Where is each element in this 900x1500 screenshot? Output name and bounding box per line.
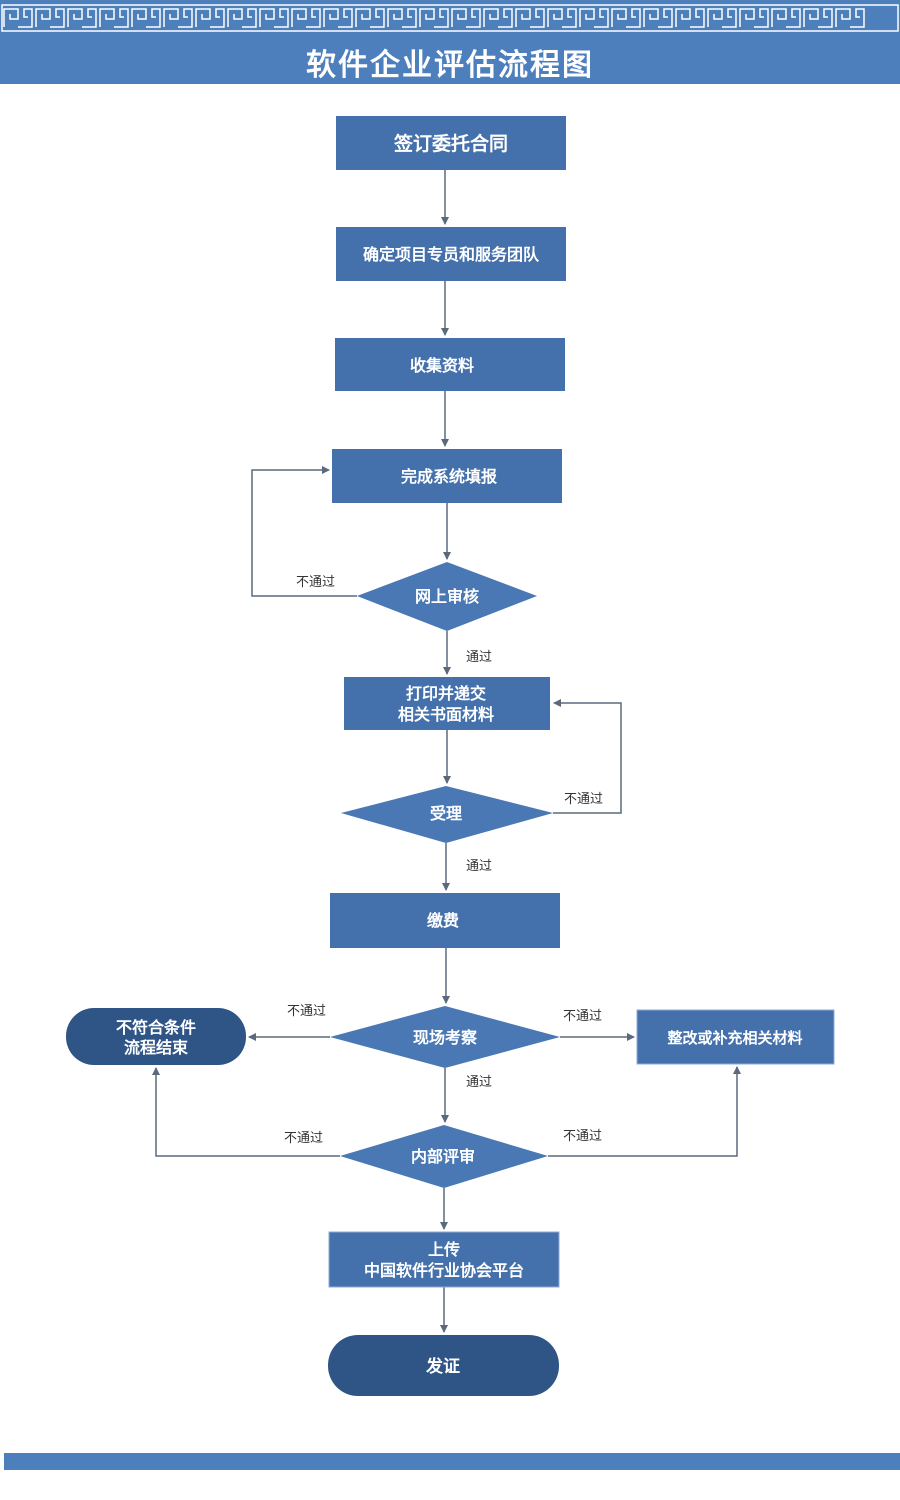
edge-accept-fail-loop bbox=[553, 699, 622, 814]
svg-text:受理: 受理 bbox=[430, 804, 462, 823]
label-review-fail: 不通过 bbox=[296, 575, 335, 590]
edge-internal-fail-right bbox=[548, 1066, 741, 1157]
label-accept-pass: 通过 bbox=[466, 859, 492, 874]
svg-text:收集资料: 收集资料 bbox=[410, 356, 474, 375]
decision-internal-review: 内部评审 bbox=[340, 1125, 548, 1188]
svg-text:网上审核: 网上审核 bbox=[415, 587, 479, 606]
svg-text:相关书面材料: 相关书面材料 bbox=[398, 705, 494, 724]
svg-text:发证: 发证 bbox=[425, 1356, 460, 1377]
svg-text:不符合条件: 不符合条件 bbox=[116, 1018, 196, 1037]
node-sign-contract: 签订委托合同 bbox=[336, 116, 566, 170]
edge-review-fail-loop bbox=[251, 466, 357, 597]
svg-text:现场考察: 现场考察 bbox=[413, 1028, 478, 1047]
svg-text:内部评审: 内部评审 bbox=[411, 1147, 475, 1166]
node-print-submit: 打印并递交 相关书面材料 bbox=[344, 677, 550, 730]
terminal-certificate: 发证 bbox=[328, 1335, 559, 1396]
decorative-pattern-border bbox=[1, 4, 899, 32]
label-site-fail-left: 不通过 bbox=[287, 1004, 326, 1019]
svg-text:上传: 上传 bbox=[428, 1240, 460, 1259]
footer-bar bbox=[4, 1453, 900, 1470]
label-internal-fail-left: 不通过 bbox=[284, 1131, 323, 1146]
label-site-fail-right: 不通过 bbox=[563, 1009, 602, 1024]
node-payment: 缴费 bbox=[330, 893, 560, 948]
label-site-pass: 通过 bbox=[466, 1075, 492, 1090]
edge-internal-fail-left bbox=[152, 1067, 340, 1157]
terminal-not-eligible: 不符合条件 流程结束 bbox=[66, 1008, 246, 1065]
node-assign-team: 确定项目专员和服务团队 bbox=[336, 227, 566, 281]
node-upload: 上传 中国软件行业协会平台 bbox=[328, 1231, 560, 1288]
svg-text:中国软件行业协会平台: 中国软件行业协会平台 bbox=[364, 1261, 524, 1280]
svg-text:流程结束: 流程结束 bbox=[124, 1038, 189, 1057]
page-title: 软件企业评估流程图 bbox=[306, 48, 594, 83]
svg-text:整改或补充相关材料: 整改或补充相关材料 bbox=[667, 1029, 802, 1047]
node-rectify: 整改或补充相关材料 bbox=[636, 1009, 835, 1065]
label-review-pass: 通过 bbox=[466, 650, 492, 665]
decision-site-inspection: 现场考察 bbox=[330, 1006, 560, 1068]
svg-text:完成系统填报: 完成系统填报 bbox=[401, 467, 497, 486]
header-banner: 软件企业评估流程图 bbox=[0, 0, 900, 84]
svg-text:缴费: 缴费 bbox=[427, 911, 459, 930]
decision-online-review: 网上审核 bbox=[357, 562, 537, 631]
svg-text:确定项目专员和服务团队: 确定项目专员和服务团队 bbox=[363, 245, 540, 264]
svg-text:签订委托合同: 签订委托合同 bbox=[393, 132, 508, 155]
connectors bbox=[152, 170, 741, 1333]
svg-text:打印并递交: 打印并递交 bbox=[406, 684, 486, 703]
label-accept-fail: 不通过 bbox=[564, 792, 603, 807]
node-collect-materials: 收集资料 bbox=[335, 338, 565, 391]
node-online-filing: 完成系统填报 bbox=[332, 449, 562, 503]
decision-acceptance: 受理 bbox=[341, 786, 553, 843]
label-internal-fail-right: 不通过 bbox=[563, 1129, 602, 1144]
